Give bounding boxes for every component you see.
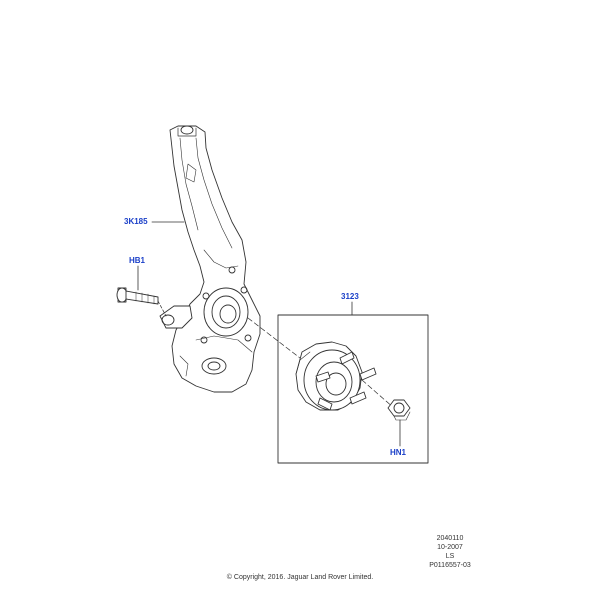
drawing-info-line2: 10-2007 (437, 544, 463, 551)
drawing-info: 2040110 10-2007 LS P0116557-03 (420, 534, 480, 570)
steering-knuckle-drawing (159, 125, 261, 393)
callout-3K185[interactable]: 3K185 (124, 217, 148, 226)
bolt-drawing (116, 287, 159, 305)
hub-assembly-callout-box (277, 314, 429, 464)
callout-3123[interactable]: 3123 (341, 292, 359, 301)
nut-drawing (387, 399, 411, 421)
drawing-info-line4: P0116557-03 (429, 562, 471, 569)
copyright-notice: © Copyright, 2016. Jaguar Land Rover Lim… (226, 574, 374, 581)
drawing-info-line1: 2040110 (436, 535, 464, 542)
hub-bearing-drawing (295, 341, 377, 411)
callout-HN1[interactable]: HN1 (390, 448, 407, 457)
callout-HB1[interactable]: HB1 (129, 256, 146, 265)
drawing-info-line3: LS (445, 553, 455, 560)
